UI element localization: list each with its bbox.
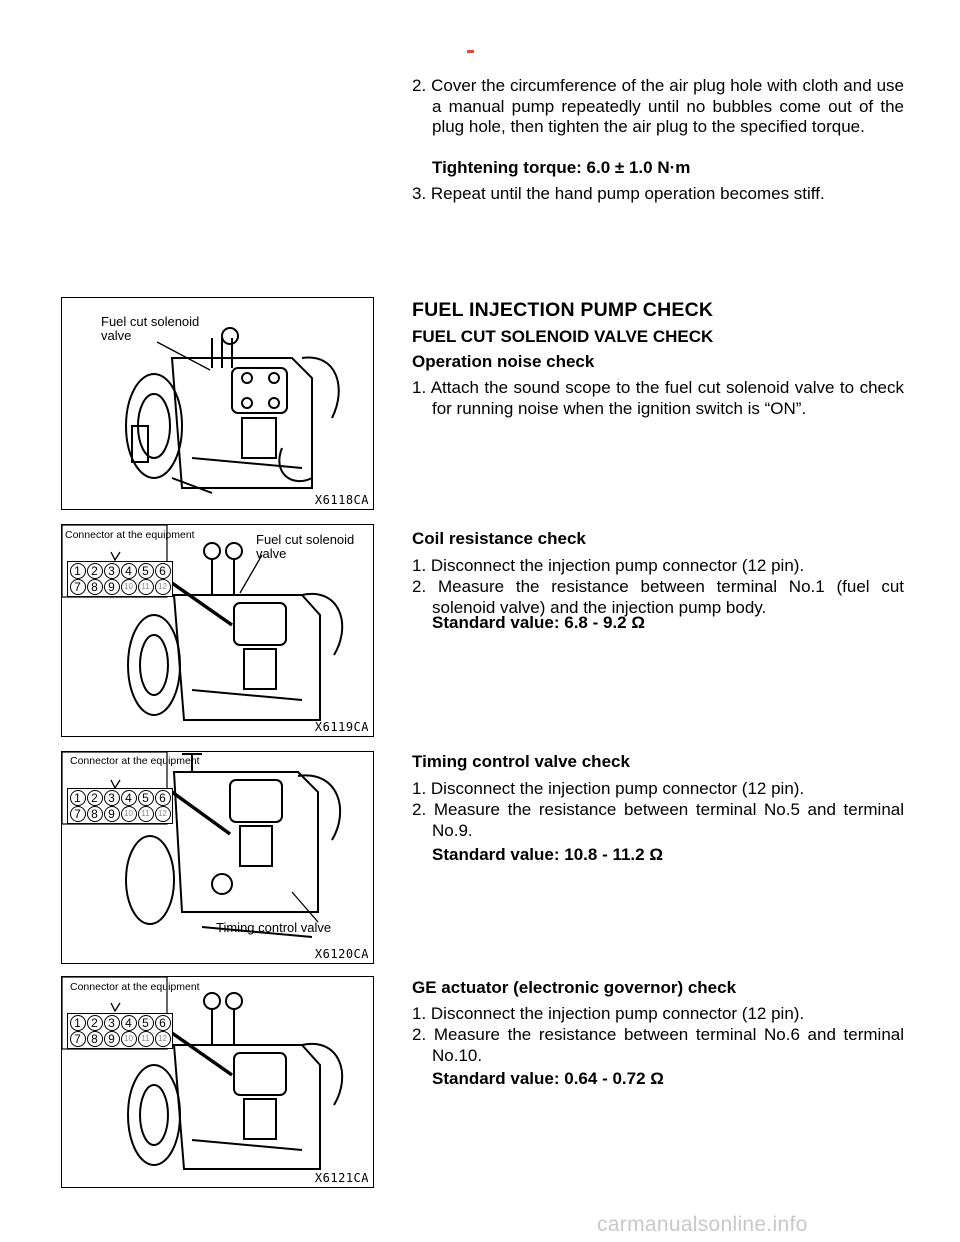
connector-pin-5: 5 (137, 1015, 154, 1031)
coil-step-2: 2. Measure the resistance between termin… (412, 577, 904, 617)
figure-timing-control: Connector at the equipment Timing contro… (61, 751, 374, 964)
check-title-ge-actuator: GE actuator (electronic governor) check (412, 978, 737, 997)
figure-code: X6118CA (314, 493, 369, 507)
connector-pin-9: 9 (103, 806, 120, 822)
label-timing-control-valve: Timing control valve (216, 920, 332, 935)
connector-pin-7: 7 (69, 806, 86, 822)
connector-pin-11: 11 (137, 806, 154, 822)
connector-pin-10: 10 (120, 579, 137, 595)
connector-pin-5: 5 (137, 563, 154, 579)
connector-pin-2: 2 (86, 563, 103, 579)
connector-pin-9: 9 (103, 579, 120, 595)
step-3-text: 3. Repeat until the hand pump operation … (412, 184, 825, 203)
connector-pin-8: 8 (86, 579, 103, 595)
label-fuel-cut-solenoid: Fuel cut solenoid valve (256, 532, 355, 561)
figure-fuel-cut-solenoid: Fuel cut solenoid valve X6118CA (61, 297, 374, 510)
check-title-timing-control: Timing control valve check (412, 752, 630, 771)
connector-pin-1: 1 (69, 790, 86, 806)
connector-pin-4: 4 (120, 790, 137, 806)
check-title-coil-resistance: Coil resistance check (412, 529, 586, 548)
label-fuel-cut-solenoid: Fuel cut solenoid valve (101, 314, 200, 343)
connector-pin-8: 8 (86, 806, 103, 822)
step-2-text: 2. Cover the circumference of the air pl… (412, 76, 904, 136)
timing-step-2: 2. Measure the resistance between termin… (412, 800, 904, 840)
connector-pin-12: 12 (154, 579, 171, 595)
connector-pin-4: 4 (120, 563, 137, 579)
connector-pin-1: 1 (69, 563, 86, 579)
connector-pin-4: 4 (120, 1015, 137, 1031)
connector-pin-2: 2 (86, 1015, 103, 1031)
connector-pin-3: 3 (103, 563, 120, 579)
ge-step-1: 1. Disconnect the injection pump connect… (412, 1004, 805, 1023)
timing-step-1: 1. Disconnect the injection pump connect… (412, 779, 805, 798)
operation-noise-step-1: 1. Attach the sound scope to the fuel cu… (412, 378, 904, 418)
label-connector-at-equipment: Connector at the equipment (70, 981, 200, 993)
connector-pin-12: 12 (154, 1031, 171, 1047)
check-title-operation-noise: Operation noise check (412, 352, 595, 371)
connector-pin-6: 6 (154, 1015, 171, 1031)
connector-pin-9: 9 (103, 1031, 120, 1047)
figure-code: X6121CA (314, 1171, 369, 1185)
figure-code: X6120CA (314, 947, 369, 961)
figure-coil-resistance: Connector at the equipment Fuel cut sole… (61, 524, 374, 737)
label-connector-at-equipment: Connector at the equipment (70, 755, 200, 767)
connector-pin-12: 12 (154, 806, 171, 822)
section-subheading: FUEL CUT SOLENOID VALVE CHECK (412, 327, 714, 346)
connector-pin-11: 11 (137, 579, 154, 595)
pump-illustration (125, 327, 340, 494)
timing-standard-value: Standard value: 10.8 - 11.2 Ω (432, 845, 663, 864)
connector-pin-3: 3 (103, 790, 120, 806)
coil-standard-value: Standard value: 6.8 - 9.2 Ω (432, 613, 645, 632)
connector-pin-8: 8 (86, 1031, 103, 1047)
accent-mark (467, 50, 474, 53)
connector-pin-6: 6 (154, 790, 171, 806)
label-connector-at-equipment: Connector at the equipment (65, 529, 195, 541)
connector-pin-7: 7 (69, 579, 86, 595)
ge-standard-value: Standard value: 0.64 - 0.72 Ω (432, 1069, 664, 1088)
connector-pin-11: 11 (137, 1031, 154, 1047)
coil-step-1: 1. Disconnect the injection pump connect… (412, 556, 805, 575)
connector-pin-5: 5 (137, 790, 154, 806)
watermark: carmanualsonline.info (597, 1213, 808, 1236)
pump-connector-illustration (62, 977, 344, 1170)
connector-pin-2: 2 (86, 790, 103, 806)
figure-code: X6119CA (314, 720, 369, 734)
connector-pin-7: 7 (69, 1031, 86, 1047)
section-heading: FUEL INJECTION PUMP CHECK (412, 299, 714, 321)
connector-pin-10: 10 (120, 806, 137, 822)
ge-step-2: 2. Measure the resistance between termin… (412, 1025, 904, 1065)
tightening-torque: Tightening torque: 6.0 ± 1.0 N·m (432, 158, 691, 177)
connector-pin-3: 3 (103, 1015, 120, 1031)
connector-pin-10: 10 (120, 1031, 137, 1047)
connector-pin-1: 1 (69, 1015, 86, 1031)
connector-pin-6: 6 (154, 563, 171, 579)
